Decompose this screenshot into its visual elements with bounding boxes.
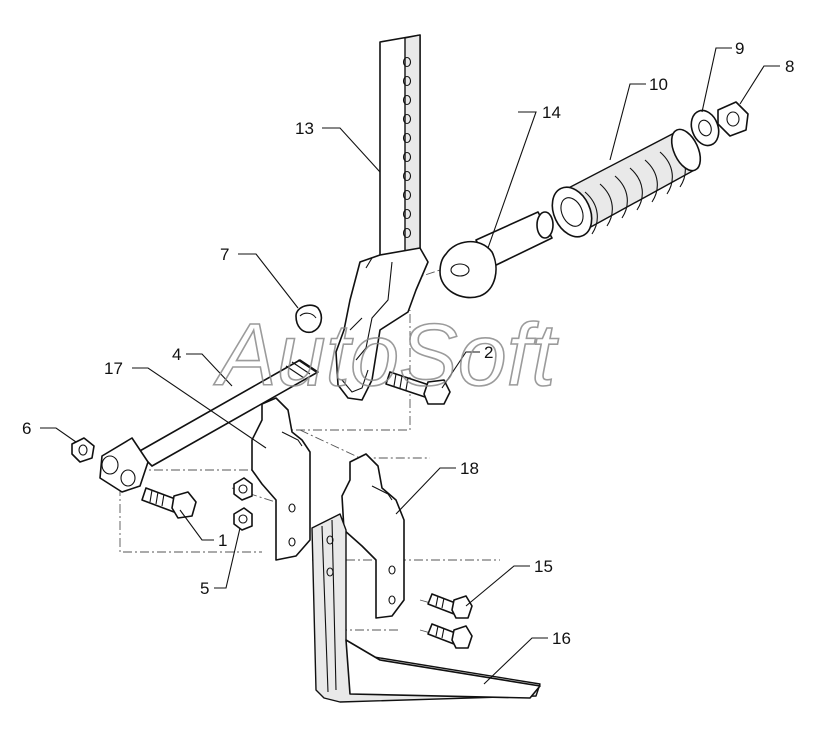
watermark-logo-text: AutoSoft — [213, 305, 559, 404]
part-10-coil-spring — [551, 128, 702, 238]
callout-1: 1 — [218, 531, 227, 550]
callout-6: 6 — [22, 419, 31, 438]
callout-5: 5 — [200, 579, 209, 598]
callout-labels: 13 7 14 10 9 8 2 4 17 6 1 5 18 15 16 — [22, 39, 794, 648]
part-14-spring-rod — [439, 211, 554, 299]
callout-14: 14 — [542, 103, 561, 122]
part-17-left-bracket — [251, 397, 311, 561]
autosoft-watermark: AutoSoft — [212, 304, 560, 405]
part-18-right-bracket — [341, 453, 405, 619]
part-7-nut — [295, 304, 323, 334]
part-13-adjustment-bar — [335, 34, 429, 401]
leader-lines — [40, 47, 780, 685]
callout-18: 18 — [460, 459, 479, 478]
part-2-bolt — [385, 371, 451, 405]
part-16-shank-foot — [311, 513, 541, 703]
callout-9: 9 — [735, 39, 744, 58]
part-8-nut — [717, 101, 749, 137]
part-15-bolts — [427, 593, 473, 649]
callout-8: 8 — [785, 57, 794, 76]
callout-15: 15 — [534, 557, 553, 576]
callout-17: 17 — [104, 359, 123, 378]
callout-4: 4 — [172, 345, 181, 364]
part-1-bolt — [141, 487, 197, 519]
part-5-nuts — [233, 477, 253, 531]
bar-holes — [402, 56, 412, 239]
callout-10: 10 — [649, 75, 668, 94]
callout-16: 16 — [552, 629, 571, 648]
part-4-pivot-rod — [99, 359, 319, 493]
part-6-nut — [71, 437, 95, 463]
callout-7: 7 — [220, 245, 229, 264]
callout-2: 2 — [484, 343, 493, 362]
callout-13: 13 — [295, 119, 314, 138]
